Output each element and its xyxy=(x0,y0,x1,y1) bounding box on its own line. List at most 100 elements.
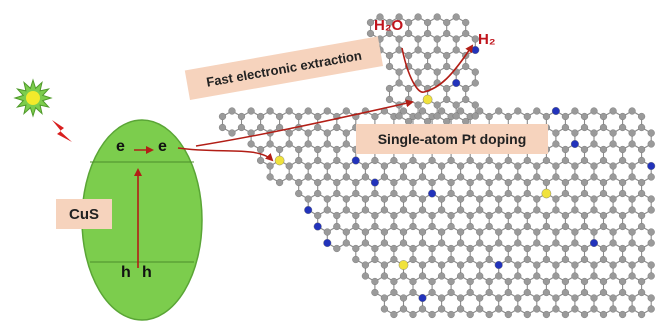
single-atom-label: Single-atom Pt doping xyxy=(356,124,548,154)
carbon-atom xyxy=(399,173,408,181)
carbon-atom xyxy=(514,228,522,236)
carbon-atom xyxy=(476,261,484,269)
carbon-atom xyxy=(514,173,522,181)
carbon-atom xyxy=(390,310,398,319)
carbon-atom xyxy=(414,46,422,54)
carbon-atom xyxy=(618,189,627,198)
carbon-atom xyxy=(590,162,598,170)
carbon-atom xyxy=(609,228,617,236)
carbon-atom xyxy=(447,211,455,220)
carbon-atom xyxy=(495,195,503,203)
carbon-atom xyxy=(457,195,465,203)
carbon-atom xyxy=(342,140,350,148)
carbon-atom xyxy=(618,222,627,231)
carbon-atom xyxy=(571,162,579,170)
carbon-atom xyxy=(599,145,608,154)
carbon-atom xyxy=(571,228,579,236)
carbon-atom xyxy=(485,244,493,253)
carbon-atom xyxy=(414,13,422,21)
carbon-atom xyxy=(495,206,503,214)
carbon-atom xyxy=(466,288,474,297)
carbon-atom xyxy=(323,228,331,236)
carbon-atom xyxy=(333,211,341,220)
carbon-atom xyxy=(333,244,341,253)
carbon-atom xyxy=(647,195,655,203)
carbon-atom xyxy=(609,129,617,137)
carbon-atom xyxy=(514,294,522,302)
carbon-atom xyxy=(466,310,474,319)
carbon-atom xyxy=(433,68,441,76)
carbon-atom xyxy=(514,162,522,170)
carbon-atom xyxy=(438,206,446,214)
carbon-atom xyxy=(390,156,398,165)
carbon-atom xyxy=(390,211,398,220)
carbon-atom xyxy=(523,222,531,231)
carbon-atom xyxy=(599,189,608,198)
carbon-atom xyxy=(295,178,303,187)
carbon-atom xyxy=(466,211,474,220)
carbon-atom xyxy=(637,288,646,297)
carbon-atom xyxy=(599,244,608,253)
carbon-atom xyxy=(542,112,551,121)
carbon-atom xyxy=(542,255,551,264)
carbon-atom xyxy=(571,261,579,269)
carbon-atom xyxy=(599,178,608,187)
carbon-atom xyxy=(637,244,646,253)
carbon-atom xyxy=(418,195,427,203)
carbon-atom xyxy=(447,222,455,231)
carbon-atom xyxy=(295,156,303,165)
carbon-atom xyxy=(405,29,413,38)
carbon-atom xyxy=(323,107,331,115)
carbon-atom xyxy=(618,277,627,286)
carbon-atom xyxy=(352,255,360,264)
carbon-atom xyxy=(590,173,598,181)
carbon-atom xyxy=(414,35,422,43)
carbon-atom xyxy=(471,101,479,109)
carbon-atom xyxy=(599,288,608,297)
carbon-atom xyxy=(609,294,617,302)
carbon-atom xyxy=(361,272,370,280)
carbon-atom xyxy=(342,107,350,115)
platinum-atom xyxy=(274,155,285,166)
nitrogen-atom xyxy=(323,238,332,247)
carbon-atom xyxy=(580,255,589,264)
carbon-atom xyxy=(571,173,579,181)
carbon-atom xyxy=(257,145,265,154)
carbon-atom xyxy=(466,244,474,253)
carbon-atom xyxy=(533,294,541,302)
carbon-atom xyxy=(433,101,441,109)
carbon-atom xyxy=(609,173,617,181)
carbon-atom xyxy=(457,228,465,236)
carbon-atom xyxy=(533,173,541,181)
carbon-atom xyxy=(380,173,389,181)
carbon-atom xyxy=(462,62,470,71)
carbon-atom xyxy=(628,228,636,236)
carbon-atom xyxy=(438,173,446,181)
carbon-atom xyxy=(637,222,646,231)
carbon-atom xyxy=(452,46,460,54)
carbon-atom xyxy=(433,112,441,120)
carbon-atom xyxy=(514,305,522,313)
carbon-atom xyxy=(405,84,413,93)
carbon-atom xyxy=(637,156,646,165)
carbon-atom xyxy=(637,211,646,220)
carbon-atom xyxy=(495,173,503,181)
carbon-atom xyxy=(552,261,560,269)
carbon-atom xyxy=(618,244,627,253)
carbon-atom xyxy=(466,277,474,286)
carbon-atom xyxy=(390,189,398,198)
carbon-atom xyxy=(647,140,655,148)
carbon-atom xyxy=(342,195,350,203)
carbon-atom xyxy=(618,112,627,121)
carbon-atom xyxy=(409,310,417,319)
carbon-atom xyxy=(409,288,417,297)
carbon-atom xyxy=(533,305,541,313)
carbon-atom xyxy=(428,178,436,187)
carbon-atom xyxy=(361,195,370,203)
carbon-atom xyxy=(333,123,341,132)
carbon-atom xyxy=(471,112,479,120)
carbon-atom xyxy=(618,255,627,264)
carbon-atom xyxy=(523,156,531,165)
carbon-atom xyxy=(418,272,427,280)
carbon-atom xyxy=(247,140,255,148)
